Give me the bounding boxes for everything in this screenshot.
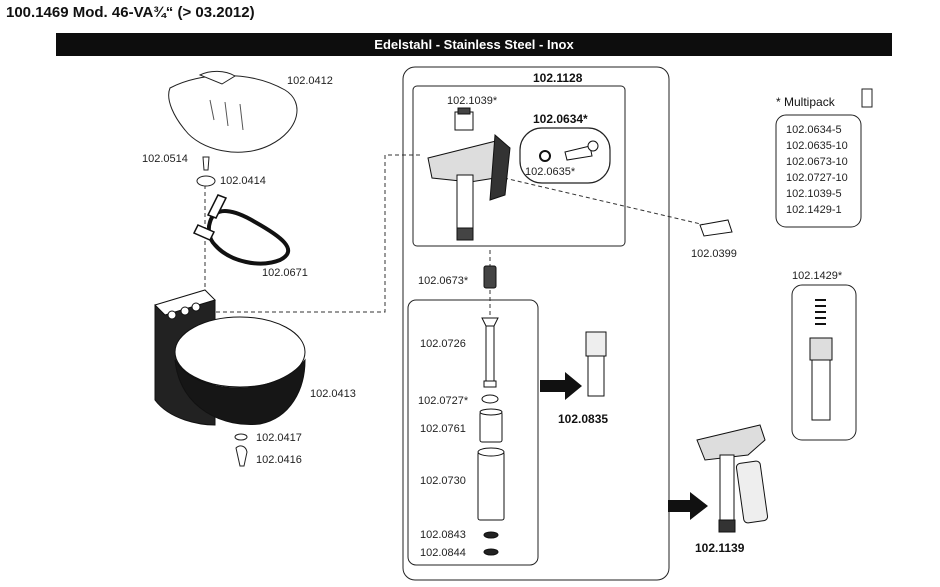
- seal-screw-drawing: [539, 140, 599, 162]
- label-102-1429: 102.1429*: [792, 270, 843, 282]
- multipack-title: * Multipack: [776, 95, 836, 109]
- label-102-0417: 102.0417: [256, 432, 302, 444]
- cartridge-assembly-drawing: [585, 331, 607, 397]
- complete-valve-drawing: [696, 424, 769, 533]
- label-102-0835: 102.0835: [558, 412, 608, 426]
- multipack-item: 102.0635-10: [786, 140, 848, 152]
- valve-body-drawing: [427, 107, 511, 241]
- label-102-0726: 102.0726: [420, 338, 466, 350]
- label-102-0634: 102.0634*: [533, 112, 588, 126]
- multipack-item: 102.1429-1: [786, 204, 842, 216]
- spare-kit-frame: [791, 284, 857, 441]
- label-102-0399: 102.0399: [691, 248, 737, 260]
- multipack-frame: [775, 88, 873, 228]
- valve-assembly-frame: [402, 66, 670, 581]
- label-102-1128: 102.1128: [533, 71, 583, 85]
- spring-drawing: [483, 265, 497, 289]
- label-102-0416: 102.0416: [256, 454, 302, 466]
- label-102-0413: 102.0413: [310, 388, 356, 400]
- drinking-bowl-drawing: [154, 289, 306, 426]
- label-102-0412: 102.0412: [287, 75, 333, 87]
- multipack-item: 102.1039-5: [786, 188, 842, 200]
- label-102-0635: 102.0635*: [525, 166, 576, 178]
- label-102-0761: 102.0761: [420, 423, 466, 435]
- bowl-seals-drawing: [234, 433, 248, 467]
- label-102-0673: 102.0673*: [418, 275, 469, 287]
- label-102-0844: 102.0844: [420, 547, 466, 559]
- small-fasteners-drawing: [196, 156, 216, 187]
- label-102-0671: 102.0671: [262, 267, 308, 279]
- label-102-0514: 102.0514: [142, 153, 188, 165]
- label-102-0843: 102.0843: [420, 529, 466, 541]
- end-plug-drawing: [699, 219, 733, 237]
- page-title: 100.1469 Mod. 46-VA¾“ (> 03.2012): [6, 4, 255, 21]
- valve-pin-drawing: [481, 317, 499, 388]
- valve-inner-parts-drawing: [477, 394, 505, 556]
- bowl-cover-drawing: [168, 70, 298, 153]
- spare-kit-drawing: [809, 299, 833, 421]
- material-banner: Edelstahl - Stainless Steel - Inox: [56, 33, 892, 56]
- label-102-0414: 102.0414: [220, 175, 266, 187]
- material-banner-label: Edelstahl - Stainless Steel - Inox: [374, 37, 574, 52]
- label-102-1139: 102.1139: [695, 541, 745, 555]
- assembly-arrows: [540, 372, 708, 520]
- label-102-1039: 102.1039*: [447, 95, 498, 107]
- label-102-0730: 102.0730: [420, 475, 466, 487]
- multipack-item: 102.0634-5: [786, 124, 842, 136]
- multipack-item: 102.0673-10: [786, 156, 848, 168]
- label-102-0727: 102.0727*: [418, 395, 469, 407]
- hoop-bracket-drawing: [192, 194, 290, 266]
- multipack-item: 102.0727-10: [786, 172, 848, 184]
